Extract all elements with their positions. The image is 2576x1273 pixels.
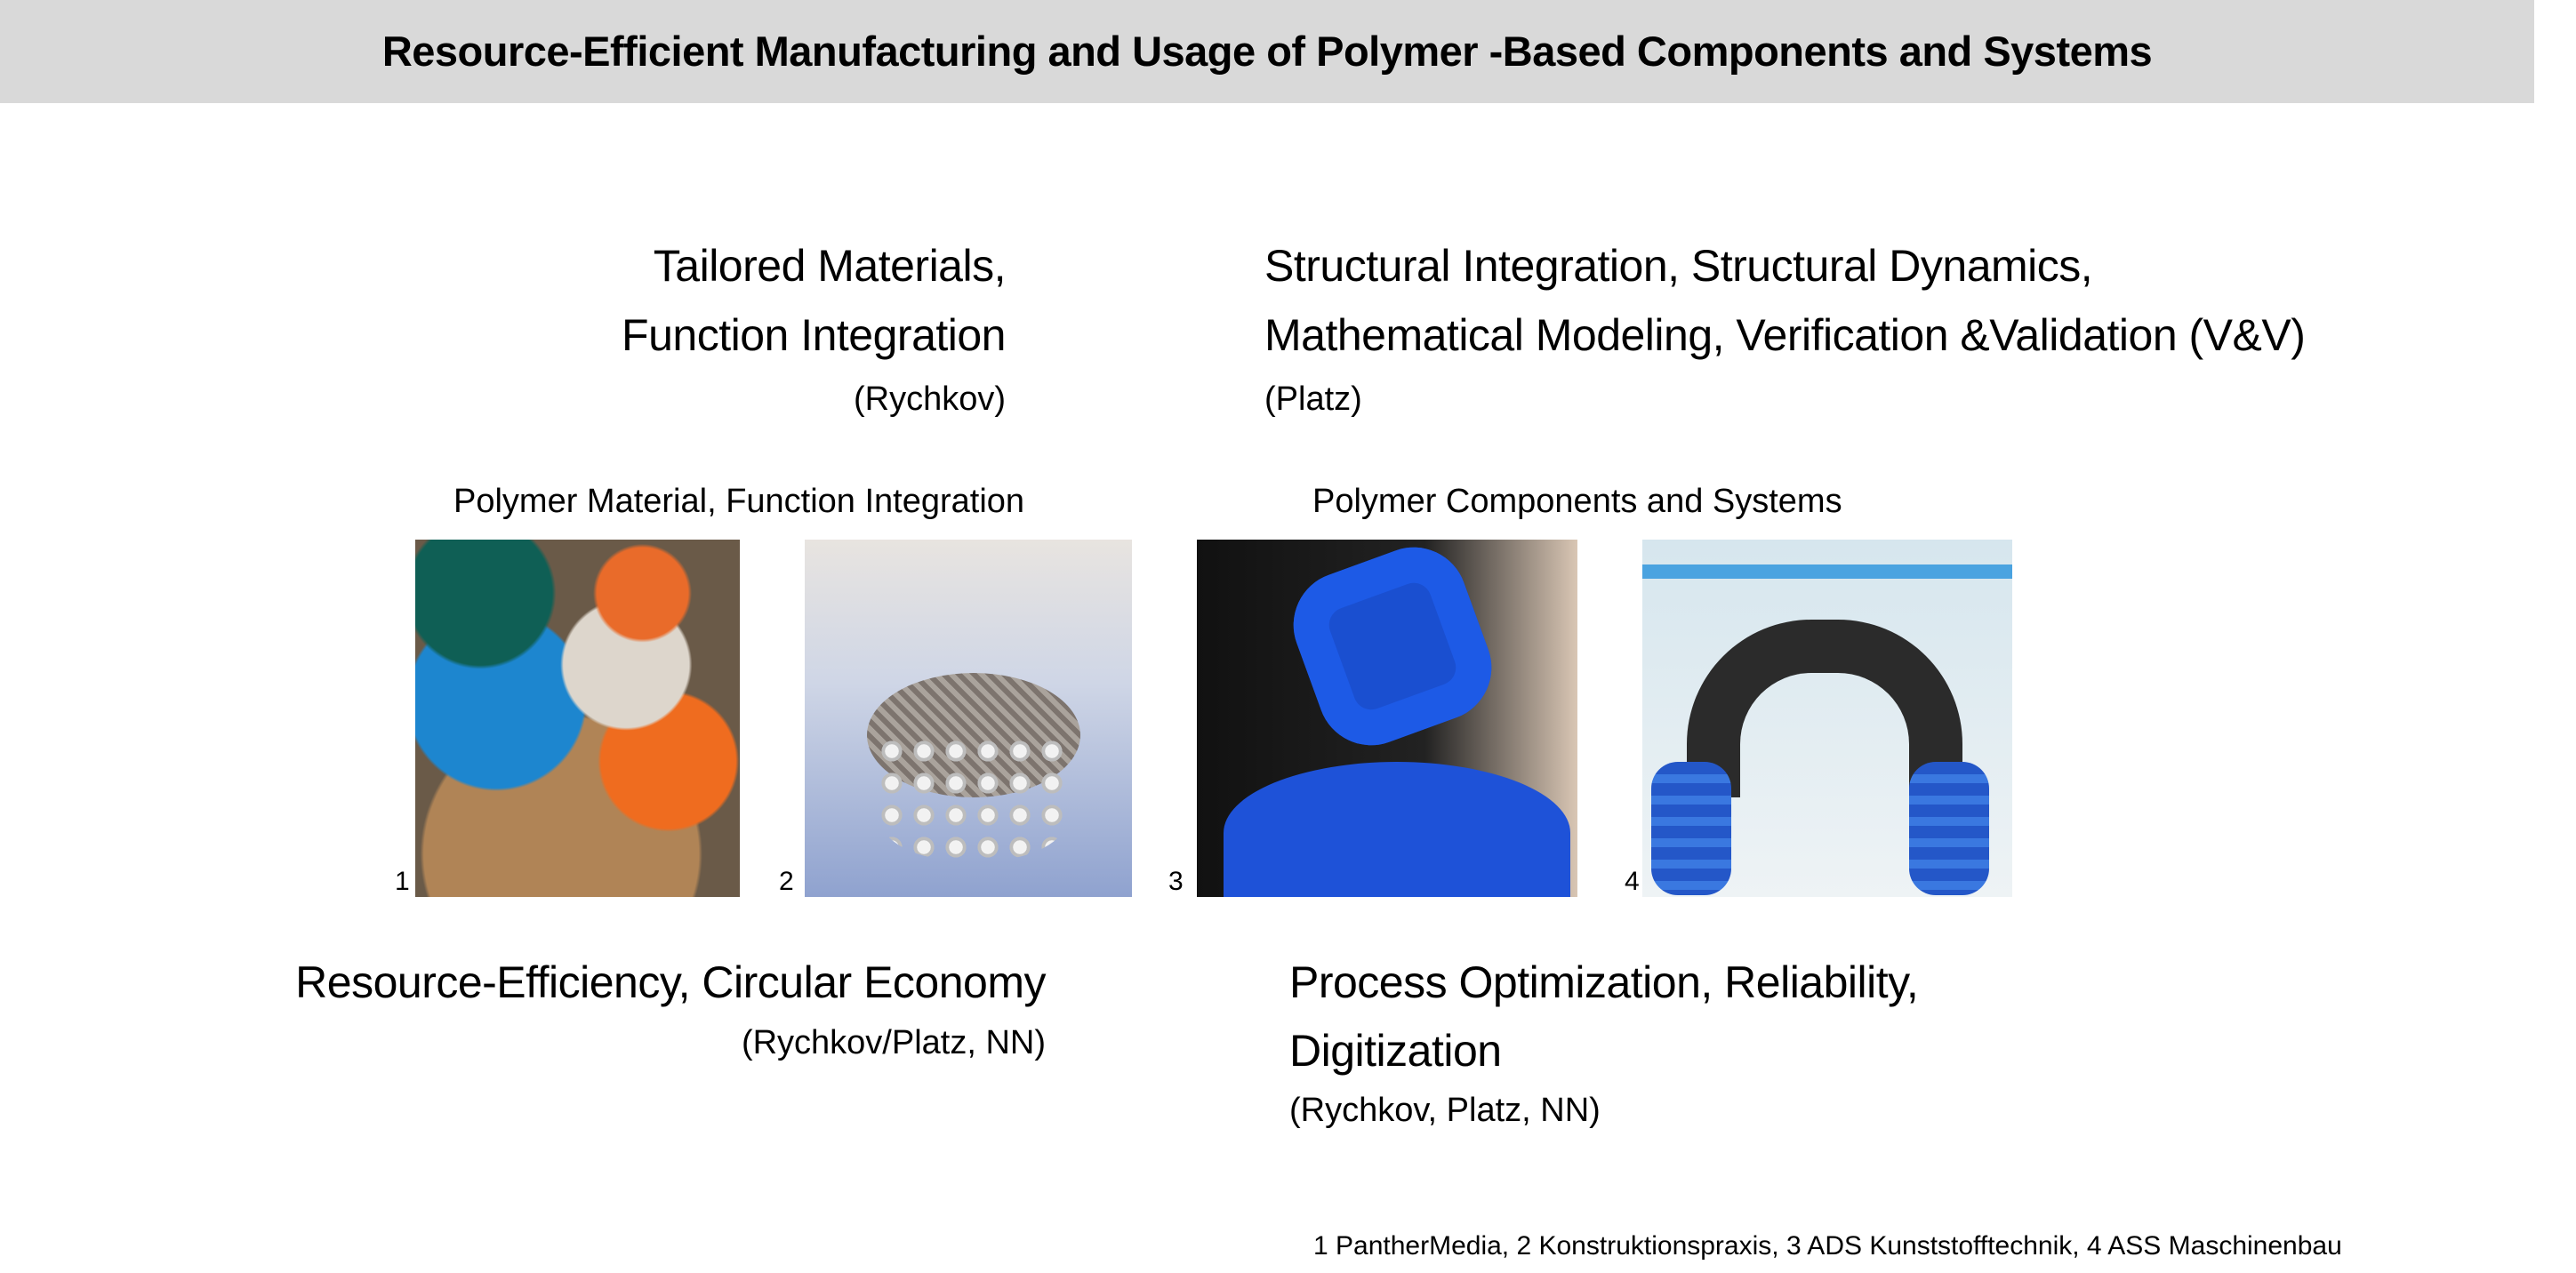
image-number-2: 2 bbox=[779, 867, 794, 896]
topic-structural-line1: Structural Integration, Structural Dynam… bbox=[1264, 241, 2093, 291]
image-number-1: 1 bbox=[395, 867, 410, 896]
topic-process-person: (Rychkov, Platz, NN) bbox=[1289, 1092, 1601, 1129]
image-number-4: 4 bbox=[1625, 867, 1640, 896]
topic-resource-person: (Rychkov/Platz, NN) bbox=[741, 1024, 1046, 1061]
section-components-label: Polymer Components and Systems bbox=[1312, 483, 1842, 520]
polymer-granules-image bbox=[415, 540, 740, 897]
image-credits: 1 PantherMedia, 2 Konstruktionspraxis, 3… bbox=[1313, 1231, 2342, 1261]
image-number-3: 3 bbox=[1168, 867, 1184, 896]
topic-tailored-line2: Function Integration bbox=[622, 310, 1006, 360]
topic-process-line2: Digitization bbox=[1289, 1026, 1502, 1076]
title-bar bbox=[0, 0, 2534, 103]
topic-process-line1: Process Optimization, Reliability, bbox=[1289, 957, 1919, 1007]
topic-tailored-person: (Rychkov) bbox=[853, 380, 1006, 418]
soft-gripper-image bbox=[1642, 540, 2012, 897]
topic-tailored-line1: Tailored Materials, bbox=[653, 241, 1007, 291]
topic-structural-person: (Platz) bbox=[1264, 380, 1362, 418]
honeycomb-structure-image bbox=[805, 540, 1132, 897]
section-material-label: Polymer Material, Function Integration bbox=[453, 483, 1025, 520]
topic-resource-line1: Resource-Efficiency, Circular Economy bbox=[295, 957, 1046, 1007]
blue-gear-component-image bbox=[1197, 540, 1577, 897]
topic-structural-line2: Mathematical Modeling, Verification &Val… bbox=[1264, 310, 2306, 360]
page-title: Resource-Efficient Manufacturing and Usa… bbox=[381, 28, 2153, 75]
